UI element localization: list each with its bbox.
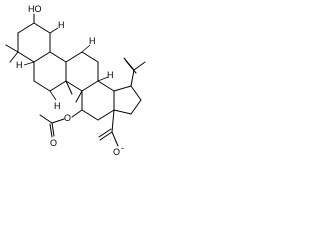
stereo-h-label: H xyxy=(89,36,96,46)
ring-b xyxy=(33,51,67,92)
ring-a xyxy=(17,22,51,63)
isopropenyl-group xyxy=(123,57,146,87)
acetoxy-carbonyl-oxygen-label: O xyxy=(50,138,57,148)
ring-d xyxy=(81,80,115,121)
stereo-h-label: H xyxy=(16,60,23,70)
hydroxyl-group: HO xyxy=(28,4,42,24)
ring-c xyxy=(65,51,99,92)
carboxylate-charge-label: - xyxy=(121,143,124,153)
ring-e xyxy=(113,85,142,115)
molecule-structure-diagram: HO H H H H H O O O - xyxy=(5,4,146,157)
acetoxy-group: O O xyxy=(39,109,83,148)
gem-dimethyl xyxy=(5,44,19,63)
stereo-hydrogens: H H H H H xyxy=(16,20,114,111)
carboxylate-oxygen-label: O xyxy=(113,147,120,157)
acetoxy-oxygen-label: O xyxy=(64,113,71,123)
hydroxyl-label: HO xyxy=(28,4,42,14)
angular-methyls xyxy=(65,80,83,103)
stereo-h-label: H xyxy=(54,101,61,111)
stereo-h-label: H xyxy=(107,70,114,80)
stereo-h-label: H xyxy=(58,20,65,30)
carboxylate-group: O - xyxy=(98,109,124,157)
